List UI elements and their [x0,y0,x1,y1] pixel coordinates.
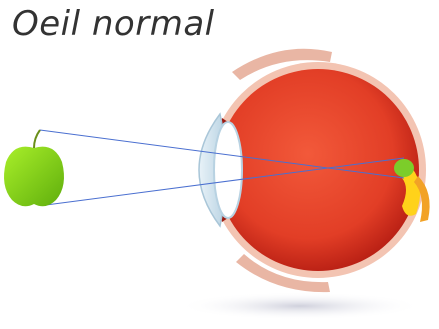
eyeball [217,69,419,271]
apple-object [4,130,64,206]
crystalline-lens [214,122,242,218]
focus-point [394,159,414,177]
eye-shadow [178,292,422,320]
